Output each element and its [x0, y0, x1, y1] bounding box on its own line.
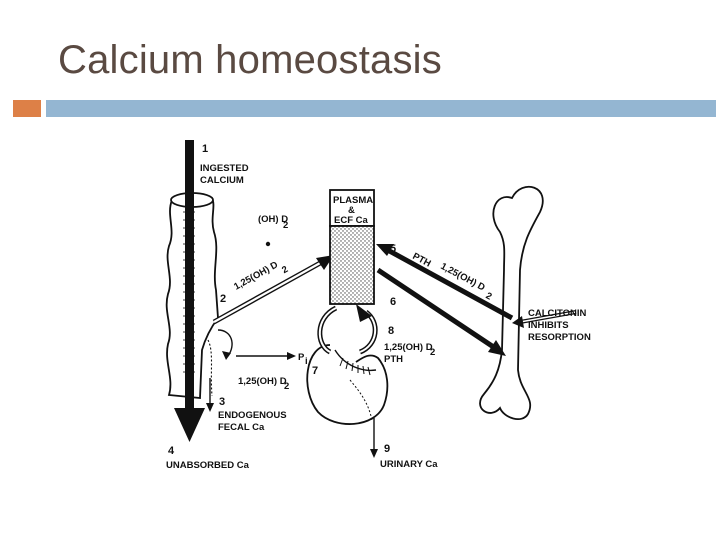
step-number-9: 9: [384, 443, 390, 455]
slide-title: Calcium homeostasis: [58, 38, 442, 82]
calcitonin-label-line2: INHIBITS: [528, 320, 569, 331]
kidney-filtration-loop: [317, 304, 378, 355]
gut-recycle-loop: [206, 329, 233, 412]
bone-resorption-arrow: [376, 244, 514, 321]
vitamin-d-lower-label: 1,25(OH) D: [238, 376, 287, 387]
unabsorbed-label: UNABSORBED Ca: [166, 460, 250, 471]
dot-marker: [265, 241, 271, 247]
phosphate-arrow: [236, 352, 296, 360]
plasma-label-line2: &: [348, 205, 355, 216]
urinary-calcium-label: URINARY Ca: [380, 459, 438, 470]
ingested-calcium-label-line2: CALCIUM: [200, 175, 244, 186]
step-number-1: 1: [202, 143, 208, 155]
step-number-2: 2: [220, 293, 226, 305]
phosphate-label: P: [298, 352, 305, 363]
step-number-8: 8: [388, 325, 394, 337]
step-number-4: 4: [168, 445, 175, 457]
plasma-label-line3: ECF Ca: [334, 215, 369, 226]
bone: [479, 185, 544, 421]
vitamin-d-bone-subscript: 2: [484, 290, 494, 302]
vitamin-d-kidney-subscript: 2: [430, 347, 435, 358]
calcitonin-label-line1: CALCITONIN: [528, 308, 587, 319]
step-number-6: 6: [390, 296, 396, 308]
calcitonin-label-line3: RESORPTION: [528, 332, 591, 343]
title-underline-bar: [46, 100, 716, 117]
endogenous-label-line2: FECAL Ca: [218, 422, 265, 433]
calcitonin-arrow: [512, 310, 577, 328]
plasma-ecf-box: [329, 189, 375, 305]
step-number-7: 7: [312, 365, 318, 377]
oh-d-subscript: 2: [283, 220, 288, 231]
pth-kidney-label: PTH: [384, 354, 403, 365]
vitamin-d-absorption-subscript: 2: [280, 264, 290, 276]
ingested-calcium-arrow: [174, 140, 205, 442]
kidney: [306, 344, 389, 458]
plasma-label-line1: PLASMA: [333, 195, 373, 206]
vitamin-d-lower-subscript: 2: [284, 381, 289, 392]
title-accent-square: [13, 100, 41, 117]
step-number-3: 3: [219, 396, 225, 408]
oh-d-label: (OH) D: [258, 214, 288, 225]
bone-deposition-arrow: [376, 267, 506, 356]
phosphate-subscript: i: [305, 356, 308, 367]
ingested-calcium-label-line1: INGESTED: [200, 163, 249, 174]
vitamin-d-kidney-label: 1,25(OH) D: [384, 342, 433, 353]
step-number-5: 5: [390, 243, 396, 255]
endogenous-label-line1: ENDOGENOUS: [218, 410, 287, 421]
